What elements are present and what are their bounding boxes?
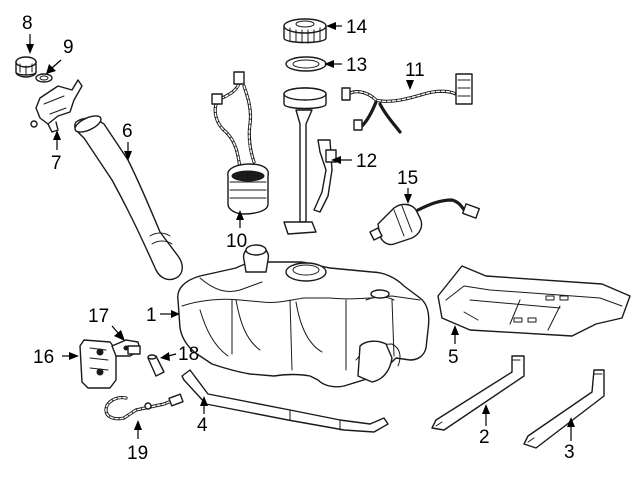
leader-17 (111, 325, 120, 335)
callout-17: 17 (88, 306, 109, 327)
arrow-13 (324, 60, 334, 68)
check-valve-part (111, 339, 141, 357)
arrow-1 (171, 310, 180, 318)
callout-3: 3 (564, 442, 575, 463)
arrow-17 (114, 330, 125, 341)
fuel-level-sender-part (283, 87, 337, 235)
tank-strap-long-part (181, 369, 389, 433)
callout-15: 15 (397, 168, 418, 189)
arrow-8 (26, 44, 34, 54)
fuel-pump-part (211, 71, 269, 215)
fuel-filter-part (369, 198, 480, 246)
callout-14: 14 (346, 17, 368, 38)
vent-hose-part (147, 354, 165, 377)
fuel-tank-part (177, 244, 430, 388)
skid-plate-shield-part (437, 265, 631, 337)
vent-line-part (104, 393, 184, 421)
callout-1: 1 (146, 305, 157, 326)
arrow-19 (134, 420, 142, 430)
arrow-5 (451, 325, 459, 335)
arrow-3 (567, 417, 575, 427)
callout-2: 2 (479, 427, 490, 448)
leader-9 (51, 59, 62, 69)
callout-13: 13 (346, 55, 367, 76)
arrow-7 (53, 130, 61, 140)
callout-10: 10 (226, 231, 247, 252)
arrow-15 (404, 194, 412, 204)
arrow-2 (482, 404, 490, 414)
arrow-10 (236, 210, 244, 220)
callout-9: 9 (63, 37, 74, 58)
callout-8: 8 (22, 13, 33, 34)
callout-7: 7 (51, 153, 62, 174)
fuel-cap-part (15, 56, 37, 78)
wire-harness-part (341, 73, 473, 134)
callout-18: 18 (178, 344, 199, 365)
callout-11: 11 (405, 60, 425, 81)
callout-4: 4 (197, 415, 208, 436)
arrow-12 (331, 156, 341, 164)
callout-5: 5 (448, 347, 459, 368)
arrow-4 (200, 396, 208, 406)
arrow-6 (124, 151, 132, 161)
callout-6: 6 (122, 121, 133, 142)
arrow-16 (69, 352, 79, 360)
lock-ring-part (285, 56, 327, 72)
arrow-11 (406, 80, 414, 90)
tank-strap-left-part (523, 369, 605, 449)
arrow-14 (326, 22, 336, 30)
callout-12: 12 (356, 151, 377, 172)
filler-housing-part (30, 79, 83, 133)
retainer-cap-part (283, 18, 327, 44)
tank-strap-right-part (431, 355, 525, 431)
gasket-ring-part (35, 73, 53, 83)
arrow-18 (160, 352, 170, 361)
callout-19: 19 (127, 443, 148, 464)
callout-16: 16 (33, 347, 54, 368)
vapor-canister-part (79, 339, 117, 389)
arrow-9 (46, 64, 56, 74)
